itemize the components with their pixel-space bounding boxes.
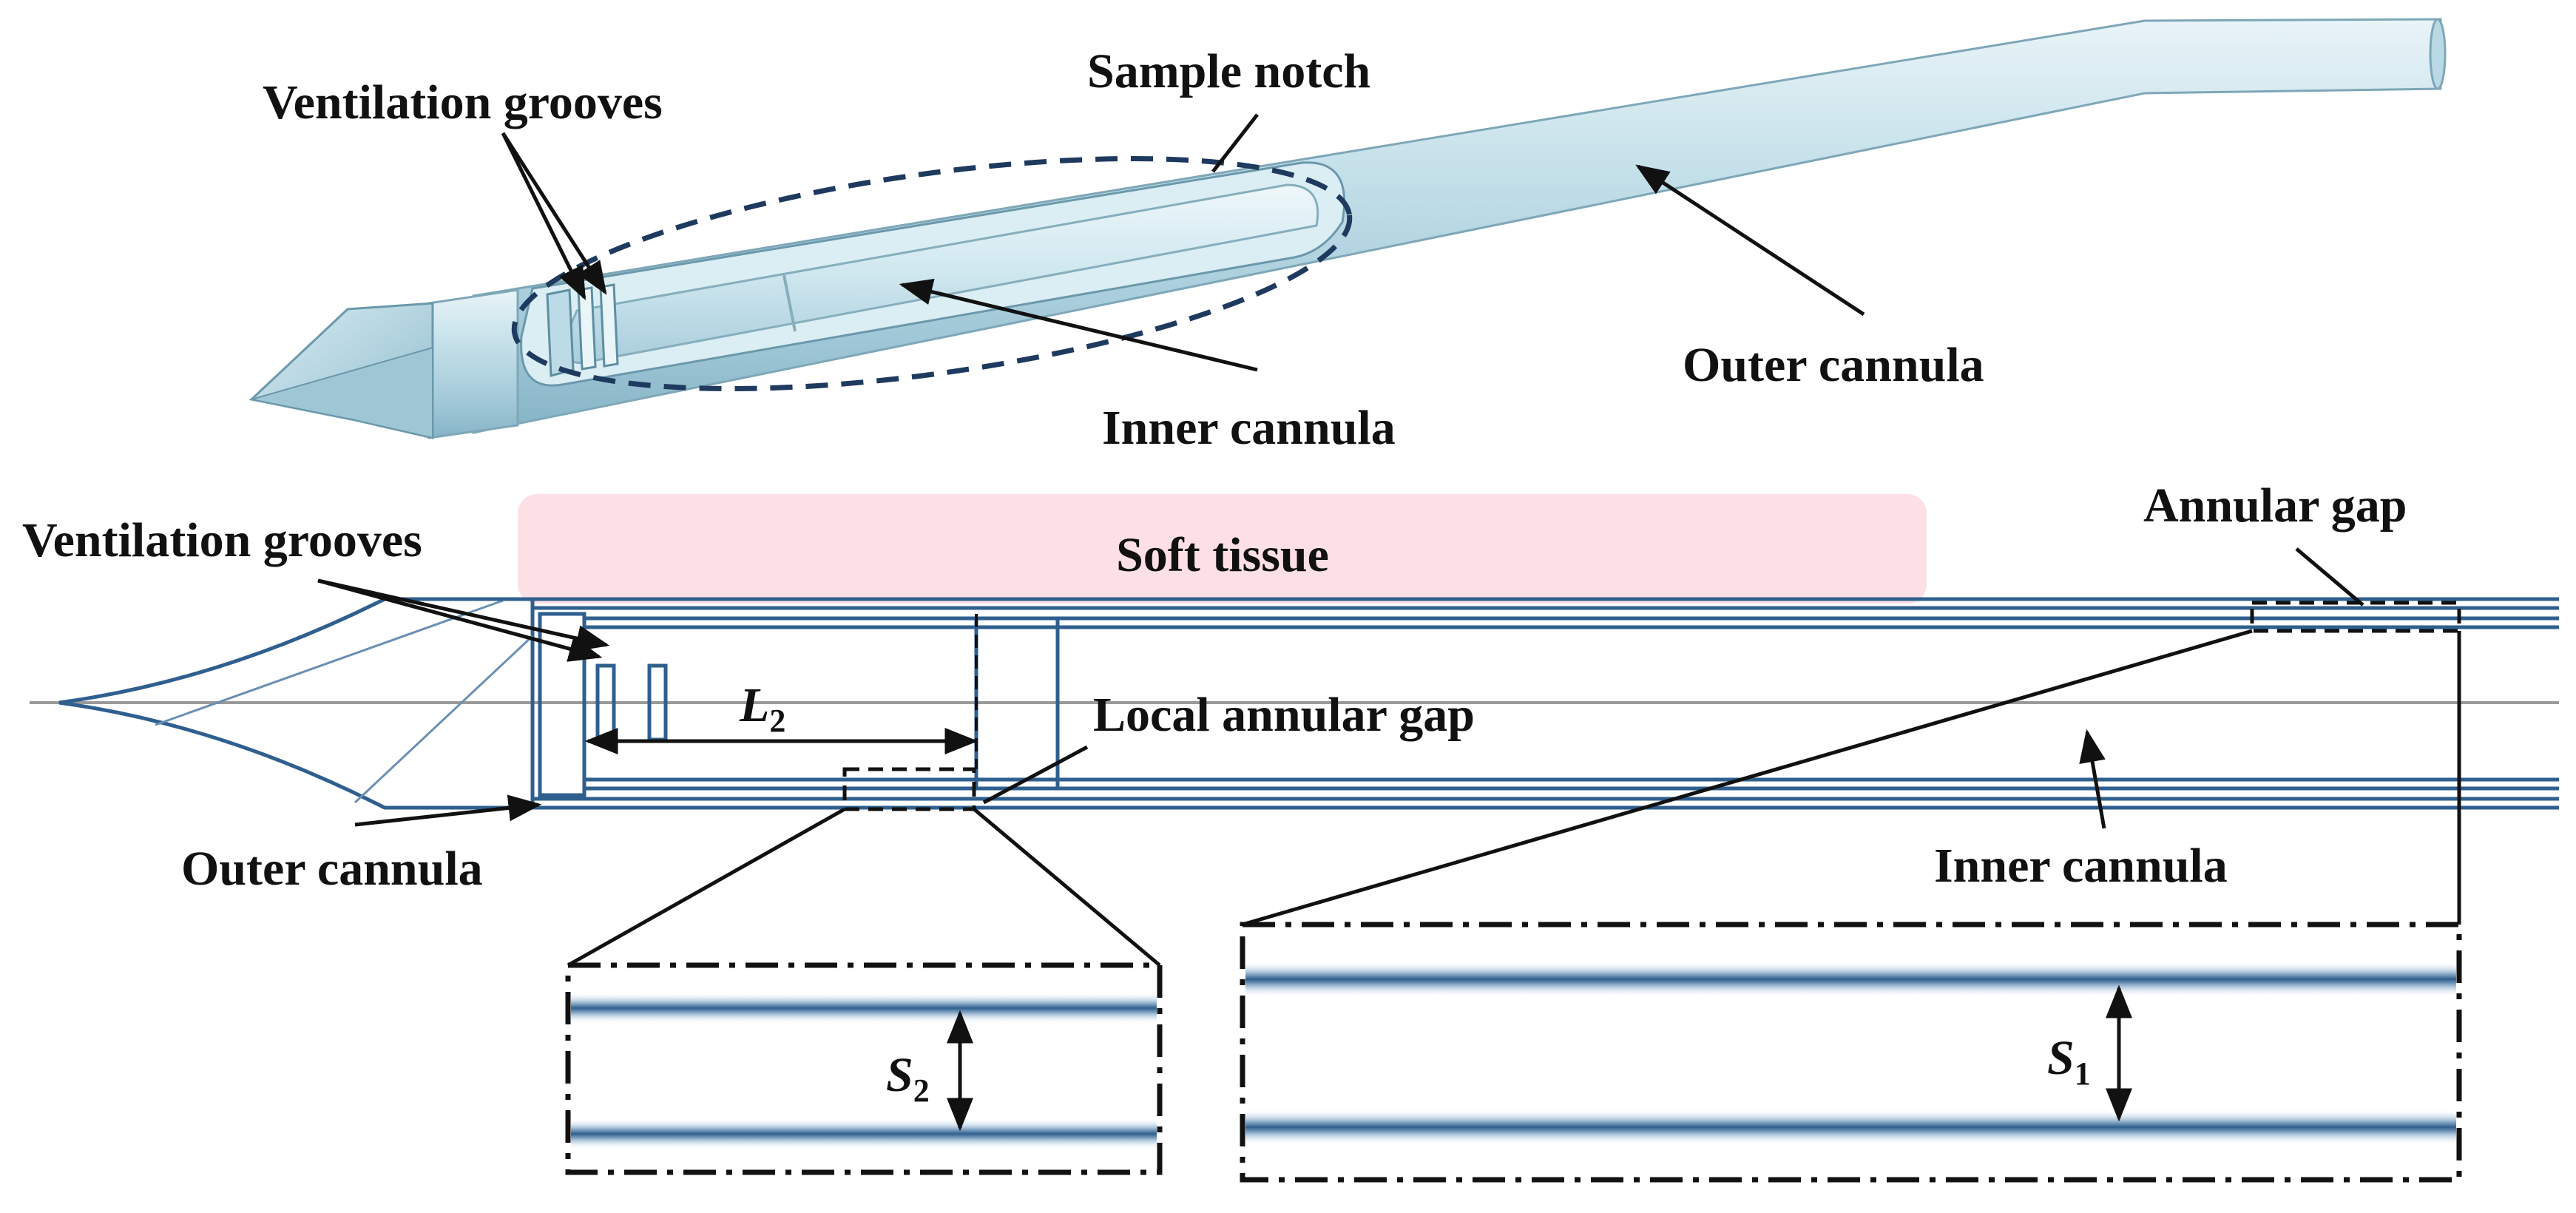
zoom-local-wall-bottom [571, 1118, 1157, 1149]
pointer-vg-section-1 [317, 578, 603, 662]
pointer-inner-cannula-section [2079, 729, 2106, 829]
s2-symbol: S2 [886, 1048, 930, 1109]
label-inner-cannula-top: Inner cannula [1102, 401, 1396, 455]
inner-cannula-joint [782, 274, 797, 332]
tip-bevel-line [155, 599, 504, 726]
label-outer-cannula-top: Outer cannula [1683, 338, 1984, 392]
label-inner-cannula-section: Inner cannula [1934, 839, 2228, 893]
pointer-outer-cannula-section [354, 794, 542, 827]
label-outer-cannula-section: Outer cannula [181, 842, 483, 896]
label-ventilation-grooves-section: Ventilation grooves [22, 513, 422, 567]
label-local-annular-gap: Local annular gap [1093, 688, 1475, 742]
soft-tissue-region [518, 494, 1927, 604]
ventilation-grooves-3d [546, 283, 619, 377]
annular-gap-box [2250, 601, 2461, 633]
section-view: Soft tissue L2 [30, 494, 2559, 811]
label-sample-notch: Sample notch [1087, 44, 1370, 98]
outer-cannula-front [427, 288, 519, 439]
pointer-inner-cannula-top [899, 278, 1258, 372]
inner-cannula-front [538, 612, 586, 797]
label-annular-gap: Annular gap [2143, 479, 2407, 533]
soft-tissue-label: Soft tissue [1116, 528, 1329, 582]
pointer-outer-cannula-top [1635, 164, 1865, 317]
zoom-local-connector-right [973, 808, 1161, 967]
zoom-annular-gap: S1 [1240, 629, 2462, 1183]
sample-notch-highlight [511, 156, 1353, 391]
section-tip [58, 597, 535, 810]
pointer-vg-top-2 [501, 132, 607, 295]
pointer-annular-gap [2295, 547, 2364, 606]
pointer-vg-section-2 [317, 578, 610, 652]
pointer-local-annular-gap [982, 745, 1089, 805]
local-annular-gap-box [842, 767, 976, 811]
pointer-vg-top-1 [501, 132, 586, 301]
zoom-local-annular-gap: S2 [565, 807, 1163, 1175]
needle-tip-face [251, 346, 433, 439]
l2-symbol: L2 [739, 678, 785, 739]
pointer-sample-notch [1211, 113, 1259, 173]
outer-cannula-body [472, 18, 2442, 434]
zoom-local-connector-left [567, 807, 846, 967]
inner-cannula-walls [584, 616, 2559, 791]
zoom-local-wall-top [571, 993, 1157, 1024]
tip-bevel-line-2 [354, 635, 534, 804]
zoom-annular-wall-bottom [1245, 1109, 2456, 1145]
top-3d-needle [249, 18, 2447, 439]
s1-symbol: S1 [2047, 1031, 2091, 1092]
zoom-annular-connector-left [1242, 629, 2253, 927]
zoom-annular-wall-top [1245, 962, 2456, 997]
label-ventilation-grooves-top: Ventilation grooves [263, 75, 663, 129]
outer-cannula-walls [385, 597, 2559, 810]
outer-cannula-rear-end [2429, 18, 2447, 90]
